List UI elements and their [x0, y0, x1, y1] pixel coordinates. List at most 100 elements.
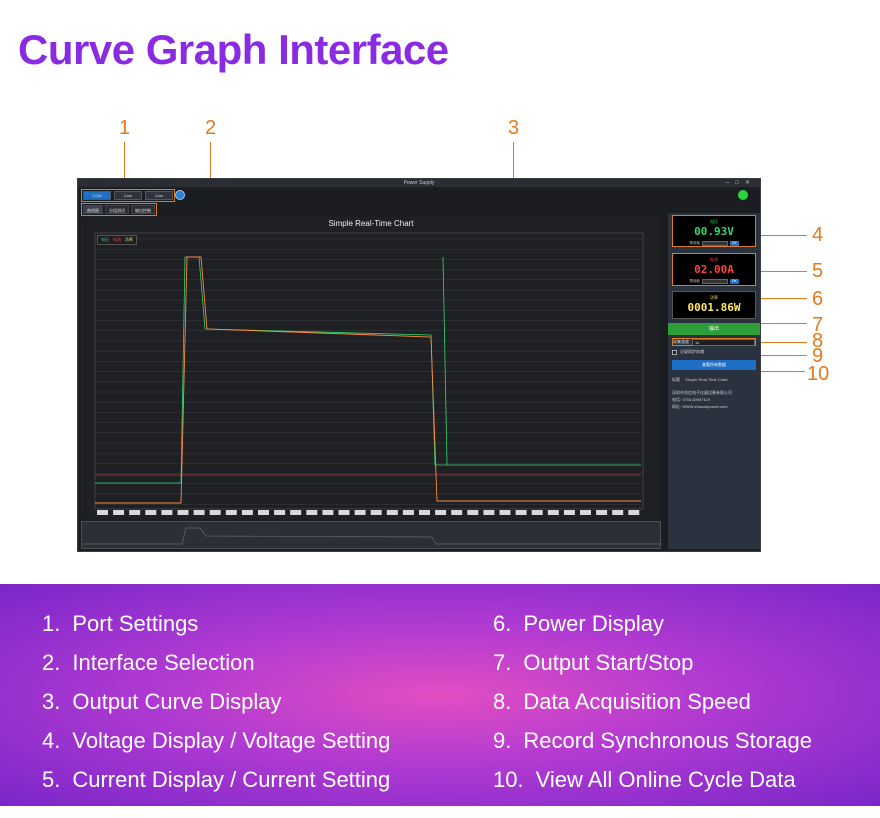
current-set-label: 预设值	[689, 279, 700, 283]
info-chart-name: Simple Real-Time Chart	[685, 377, 728, 382]
window-controls[interactable]: –□✕	[726, 180, 756, 186]
legend-num: 6.	[493, 610, 512, 636]
x-tick-label-box	[467, 510, 479, 515]
x-tick-label-box	[113, 510, 125, 515]
current-display: 电流 02.00A 预设值 OK	[672, 253, 756, 286]
connection-status-indicator	[738, 190, 748, 200]
legend-current[interactable]: 电流	[113, 237, 121, 242]
record-checkbox[interactable]	[672, 349, 677, 355]
tab-curve[interactable]: 曲线图	[83, 205, 103, 214]
x-tick-label-box	[193, 510, 205, 515]
speed-select[interactable]: 1s	[692, 338, 755, 346]
window-title: Power Supply	[403, 180, 435, 186]
legend-voltage[interactable]: 电压	[101, 237, 109, 242]
callout-line-8	[761, 342, 807, 343]
legend-text: View All Online Cycle Data	[535, 766, 796, 792]
port-select-1[interactable]: COM	[83, 191, 111, 200]
info-phone: 电话: 0755-83957119	[672, 397, 710, 402]
chart-overview-scrollbar[interactable]	[81, 521, 662, 549]
callout-2: 2	[205, 117, 217, 139]
legend-text: Interface Selection	[72, 649, 255, 675]
callout-line-2	[210, 142, 211, 210]
callout-6: 6	[812, 288, 824, 310]
legend-num: 10.	[493, 766, 524, 792]
legend-num: 3.	[42, 688, 61, 714]
legend-item-3: 3. Output Curve Display	[42, 682, 390, 721]
x-tick-label-box	[419, 510, 430, 515]
x-tick-label-box	[209, 510, 221, 515]
tab-group-test[interactable]: 分组测试	[105, 205, 129, 214]
port-select-3[interactable]: Com	[145, 191, 173, 200]
current-setting-row: 预设值 OK	[673, 279, 755, 284]
callout-9: 9	[812, 345, 824, 367]
callout-5: 5	[812, 260, 824, 282]
legend-item-1: 1.Port Settings	[42, 604, 390, 643]
port-select-2[interactable]: Com	[114, 191, 142, 200]
legend-num: 5.	[42, 766, 61, 792]
legend-text: Output Curve Display	[72, 688, 282, 714]
record-storage: 记录同步存储	[672, 349, 704, 355]
overview-svg	[82, 527, 662, 545]
legend-item-6: 6. Power Display	[493, 604, 812, 643]
x-tick-label-box	[145, 510, 157, 515]
callout-7: 7	[812, 314, 824, 336]
legend-text: Power Display	[523, 610, 664, 636]
current-value: 02.00A	[694, 263, 734, 276]
x-tick-label-box	[306, 510, 318, 515]
x-tick-label-box	[547, 510, 559, 515]
legend-item-7: 7. Output Start/Stop	[493, 643, 812, 682]
callout-line-6	[761, 298, 807, 299]
power-value: 0001.86W	[687, 301, 741, 314]
voltage-ok-button[interactable]: OK	[729, 241, 739, 246]
voltage-label: 电压	[710, 219, 718, 224]
callout-line-10	[761, 371, 805, 372]
chart-svg	[94, 232, 644, 515]
info-company: 深圳市兆信电子仪器设备有限公司	[672, 390, 732, 395]
callout-line-5	[761, 271, 807, 272]
power-label: 功率	[710, 295, 718, 300]
legend-num: 2.	[42, 649, 61, 675]
legend-num: 7.	[493, 649, 512, 675]
info-website[interactable]: 网址: WWW.zhaoxinpower.com	[672, 404, 728, 409]
x-tick-label-box	[435, 510, 447, 515]
x-tick-label-box	[177, 510, 189, 515]
voltage-curve-tail	[442, 256, 448, 466]
voltage-setting-row: 预设值 OK	[673, 241, 755, 246]
acquisition-speed: 采集速度 1s	[672, 338, 756, 346]
x-tick-label-box	[322, 510, 334, 515]
current-label: 电流	[710, 257, 718, 262]
legend-power[interactable]: 功率	[125, 237, 133, 242]
output-toggle-button[interactable]: 输出	[668, 323, 760, 335]
connect-icon[interactable]	[175, 190, 185, 200]
current-ok-button[interactable]: OK	[729, 279, 739, 284]
current-set-input[interactable]	[701, 279, 728, 284]
callout-10: 10	[807, 363, 830, 385]
window-titlebar: Power Supply –□✕	[78, 179, 760, 187]
voltage-value: 00.93V	[694, 225, 734, 238]
legend-text: Output Start/Stop	[523, 649, 694, 675]
legend-text: Data Acquisition Speed	[523, 688, 751, 714]
legend-num: 9.	[493, 727, 512, 753]
legend-text: Record Synchronous Storage	[523, 727, 812, 753]
x-tick-label-box	[596, 510, 608, 515]
x-tick-label-box	[386, 510, 398, 515]
x-tick-label-box	[483, 510, 495, 515]
callout-3: 3	[508, 117, 520, 139]
record-label: 记录同步存储	[680, 349, 704, 354]
legend-num: 4.	[42, 727, 61, 753]
x-tick-label-box	[97, 510, 108, 515]
x-tick-label-box	[563, 510, 575, 515]
legend-item-2: 2. Interface Selection	[42, 643, 390, 682]
voltage-display: 电压 00.93V 预设值 OK	[672, 215, 756, 247]
voltage-set-label: 预设值	[689, 241, 700, 245]
voltage-set-input[interactable]	[701, 241, 728, 246]
legend-item-9: 9. Record Synchronous Storage	[493, 721, 812, 760]
info-chart-label: 标题	[672, 377, 680, 382]
tab-output-control[interactable]: 输出控制	[131, 205, 155, 214]
x-tick-label-box	[451, 510, 463, 515]
info-chart-row: 标题 Simple Real-Time Chart	[672, 376, 756, 383]
legend-item-4: 4.Voltage Display / Voltage Setting	[42, 721, 390, 760]
callout-line-1	[124, 142, 125, 184]
view-all-data-button[interactable]: 查看所有数据	[672, 360, 756, 370]
power-supply-window: Power Supply –□✕ COM Com Com 曲线图 分组测试 输出…	[77, 178, 761, 552]
